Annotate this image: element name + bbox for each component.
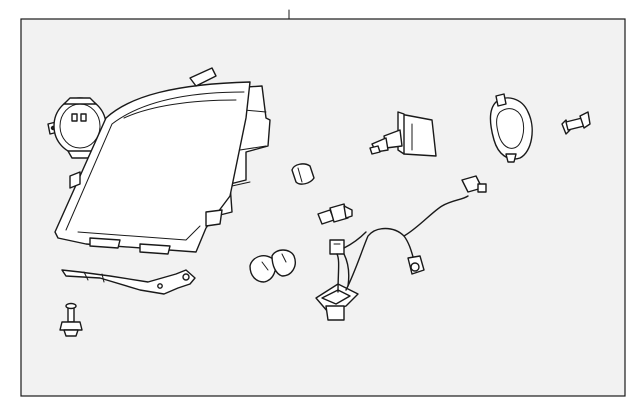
marker-bulb-part[interactable] (291, 163, 315, 185)
mounting-bolt-part[interactable] (59, 302, 83, 337)
halogen-bulb-pair-part[interactable] (249, 249, 296, 283)
adjuster-cap-part[interactable] (47, 97, 107, 159)
wedge-bulb-socket-part[interactable] (317, 203, 353, 225)
headlamp-assembly-part[interactable] (54, 67, 271, 255)
mounting-bracket-part[interactable] (61, 269, 196, 295)
ballast-cover-part[interactable] (489, 93, 533, 163)
wiring-harness-part[interactable] (315, 175, 487, 321)
retaining-screw-part[interactable] (561, 111, 591, 135)
hid-bulb-part[interactable] (369, 111, 437, 157)
